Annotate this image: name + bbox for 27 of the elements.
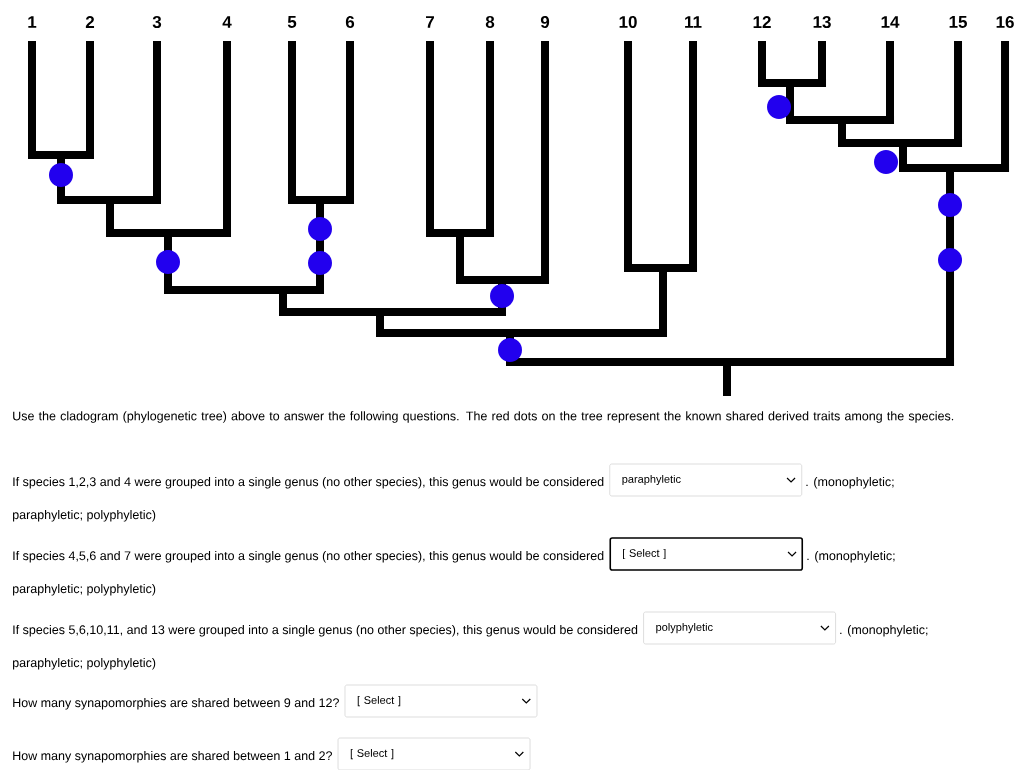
species-number: 11 <box>685 16 702 28</box>
option-list-text: paraphyletic; polyphyletic) <box>13 509 156 522</box>
dropdown: polyphyletic <box>643 611 836 645</box>
species-number: 9 <box>540 16 550 28</box>
species-number: 15 <box>949 16 967 28</box>
species-number: 3 <box>152 15 162 29</box>
species-number: 6 <box>345 16 355 28</box>
option-list-text: paraphyletic; polyphyletic) <box>13 583 156 596</box>
species-number: 7 <box>426 16 434 28</box>
species-number: 12 <box>753 16 771 28</box>
dropdown: [ Select ] <box>609 537 804 571</box>
species-number: 2 <box>85 16 95 28</box>
species-number: 1 <box>28 16 37 28</box>
species-number: 8 <box>485 16 495 28</box>
question-text: How many synapomorphies are shared between 9 and 12? <box>13 697 339 710</box>
species-number: 13 <box>813 15 831 29</box>
species-number: 16 <box>996 16 1014 28</box>
dropdown: [ Select ] <box>344 684 538 718</box>
species-number: 4 <box>222 16 232 28</box>
instruction-text: Use the cladogram (phylogenetic tree) above to answer the following questions. The red dots on the tree represent the known shared derived traits among the species. <box>13 411 954 423</box>
dropdown: paraphyletic <box>609 463 803 497</box>
species-number: 10 <box>619 16 637 28</box>
dropdown: [ Select ] <box>337 737 531 770</box>
option-list-text: paraphyletic; polyphyletic) <box>13 657 156 670</box>
question-text: How many synapomorphies are shared between 1 and 2? <box>13 750 332 763</box>
species-number: 5 <box>287 16 297 28</box>
species-number: 14 <box>881 16 900 28</box>
